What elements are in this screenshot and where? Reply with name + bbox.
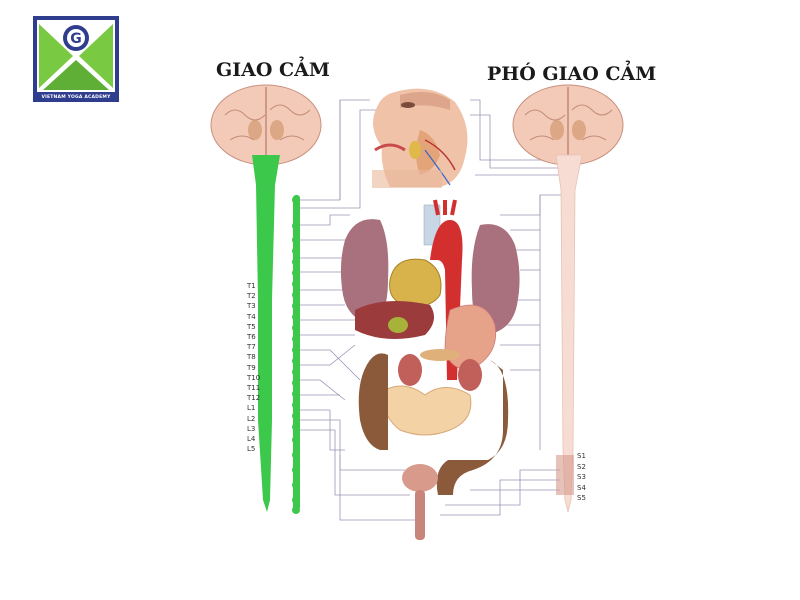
- segment-label-s3: S3: [577, 473, 586, 481]
- head-illustration: [372, 88, 468, 188]
- segment-label-t3: T3: [247, 302, 256, 311]
- logo-caption: VIETNAM YOGA ACADEMY: [41, 95, 111, 100]
- parasympathetic-brain: [512, 84, 624, 166]
- segment-label-t5: T5: [247, 322, 256, 331]
- segment-label-t7: T7: [247, 343, 256, 352]
- segment-label-l5: L5: [247, 445, 256, 454]
- segment-label-s2: S2: [577, 462, 586, 471]
- segment-label-t9: T9: [247, 363, 256, 372]
- segment-label-t1: T1: [247, 282, 256, 290]
- segment-label-t10: T10: [247, 373, 261, 382]
- sympathetic-title: GIAO CẢM: [216, 59, 330, 81]
- sympathetic-ganglion-chain: [292, 195, 300, 514]
- segment-label-t12: T12: [247, 394, 261, 403]
- segment-label-l4: L4: [247, 435, 256, 443]
- segment-label-t11: T11: [247, 384, 261, 392]
- segment-label-l1: L1: [247, 404, 256, 413]
- thoracic-abdominal-organs: [340, 199, 520, 540]
- logo-letter: G: [70, 31, 82, 47]
- segment-label-s4: S4: [577, 483, 586, 492]
- sympathetic-spinal-cord: [252, 155, 280, 512]
- segment-label-s1: S1: [577, 452, 586, 460]
- sympathetic-brain: [210, 84, 322, 166]
- segment-label-t8: T8: [247, 353, 256, 362]
- parasympathetic-spinal-cord: [555, 154, 583, 513]
- segment-label-l3: L3: [247, 424, 256, 433]
- parasympathetic-title: PHÓ GIAO CẢM: [487, 63, 657, 85]
- segment-label-t6: T6: [247, 333, 256, 341]
- segment-label-s5: S5: [577, 494, 586, 502]
- sacral-region-box: [556, 455, 574, 495]
- segment-label-t4: T4: [247, 312, 256, 321]
- academy-logo: G: [33, 16, 119, 102]
- segment-label-t2: T2: [247, 292, 256, 301]
- segment-label-l2: L2: [247, 414, 256, 423]
- nerve-connector-lines: [300, 99, 570, 521]
